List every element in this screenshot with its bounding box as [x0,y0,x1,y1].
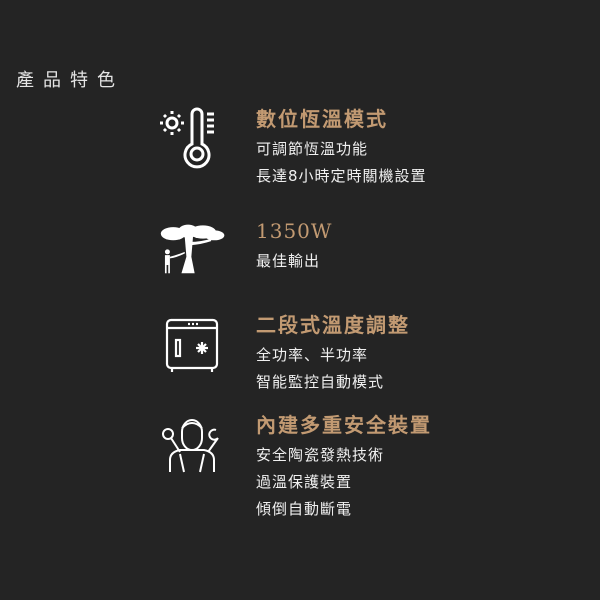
feature-thermostat: 數位恆溫模式 可調節恆溫功能 長達8小時定時關機設置 [160,106,427,190]
feature-line: 傾倒自動斷電 [256,500,353,518]
feature-line: 安全陶瓷發熱技術 [256,446,385,464]
worker-wrench-icon [162,419,219,473]
feature-line: 全功率、半功率 [256,346,369,364]
feature-safety: 內建多重安全裝置 安全陶瓷發熱技術 過溫保護裝置 傾倒自動斷電 [160,412,432,523]
feature-line: 智能監控自動模式 [256,373,385,391]
heater-appliance-icon [165,318,219,372]
feature-title: 二段式溫度調整 [256,313,410,337]
feature-line: 最佳輸出 [256,252,321,270]
section-title: 產品特色 [16,70,124,91]
feature-title: 1350W [256,219,333,243]
feature-title: 內建多重安全裝置 [256,413,432,437]
feature-line: 長達8小時定時關機設置 [256,167,427,185]
feature-line: 可調節恆溫功能 [256,140,369,158]
thermometer-sun-icon [160,107,214,169]
tree-person-icon [160,224,225,274]
feature-title: 數位恆溫模式 [256,107,388,131]
feature-power: 1350W 最佳輸出 [160,218,332,284]
feature-two-stage: 二段式溫度調整 全功率、半功率 智能監控自動模式 [160,312,410,396]
feature-line: 過溫保護裝置 [256,473,353,491]
